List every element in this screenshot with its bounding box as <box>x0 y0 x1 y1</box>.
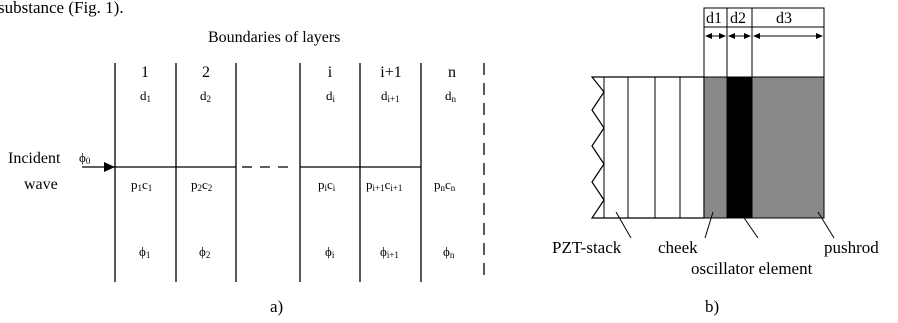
thickness-i: di <box>326 88 336 104</box>
layer-number-1: 1 <box>141 64 149 81</box>
leader-oscillator <box>739 211 759 239</box>
phi0-label: ϕ0 <box>79 150 91 166</box>
figure-b: d1 d2 d3 PZT-stack chee <box>552 7 879 316</box>
label-oscillator: oscillator element <box>691 259 813 278</box>
incident-label-line1: Incident <box>8 150 61 167</box>
layer-number-i1: i+1 <box>380 64 401 81</box>
layer-number-n: n <box>448 64 456 81</box>
caption-b: b) <box>705 297 719 316</box>
incident-arrowhead <box>104 162 115 172</box>
thickness-n: dn <box>445 88 457 104</box>
layer-number-2: 2 <box>202 64 210 81</box>
incident-label-line2: wave <box>24 176 58 193</box>
phi-i: ϕi <box>325 244 335 260</box>
pzt-stack-body <box>590 76 705 219</box>
dim-box-d3 <box>751 7 825 28</box>
dim-arrowhead-d3-left <box>753 33 760 39</box>
pushrod-block <box>751 76 825 219</box>
dim-arrowhead-d2-right <box>744 33 751 39</box>
phi-n: ϕn <box>443 244 455 260</box>
layer-number-i: i <box>328 64 333 81</box>
leader-pzt <box>615 211 632 239</box>
oscillator-block <box>726 76 753 219</box>
label-pushrod: pushrod <box>824 238 879 257</box>
dim-arrowhead-d2-left <box>728 33 735 39</box>
impedance-2: p2c2 <box>191 177 212 193</box>
thickness-1: d1 <box>140 88 151 104</box>
figure-a: Boundaries of layers Incident wave ϕ0 1 … <box>8 29 485 316</box>
thickness-2: d2 <box>200 88 211 104</box>
impedance-n: pncn <box>434 177 456 193</box>
thickness-i1: di+1 <box>381 88 400 104</box>
dim-arrowhead-d3-right <box>816 33 823 39</box>
dim-arrowhead-d1-left <box>705 33 712 39</box>
caption-a: a) <box>270 297 283 316</box>
boundaries-title: Boundaries of layers <box>208 29 340 46</box>
impedance-i1: pi+1ci+1 <box>366 177 402 193</box>
impedance-i: pici <box>318 177 336 193</box>
dim-label-d3: d3 <box>776 10 792 27</box>
leader-pushrod <box>817 211 835 239</box>
impedance-1: p1c1 <box>131 177 152 193</box>
dim-label-d1: d1 <box>706 10 722 27</box>
label-cheek: cheek <box>658 238 698 257</box>
phi-1: ϕ1 <box>139 244 150 260</box>
leader-cheek <box>704 211 714 239</box>
cheek-block <box>703 76 728 219</box>
phi-i1: ϕi+1 <box>380 244 399 260</box>
dim-arrowhead-d1-right <box>719 33 726 39</box>
top-text-fragment: substance (Fig. 1). <box>0 0 124 17</box>
phi-2: ϕ2 <box>199 244 210 260</box>
dim-label-d2: d2 <box>730 10 746 27</box>
label-pzt-stack: PZT-stack <box>552 238 622 257</box>
